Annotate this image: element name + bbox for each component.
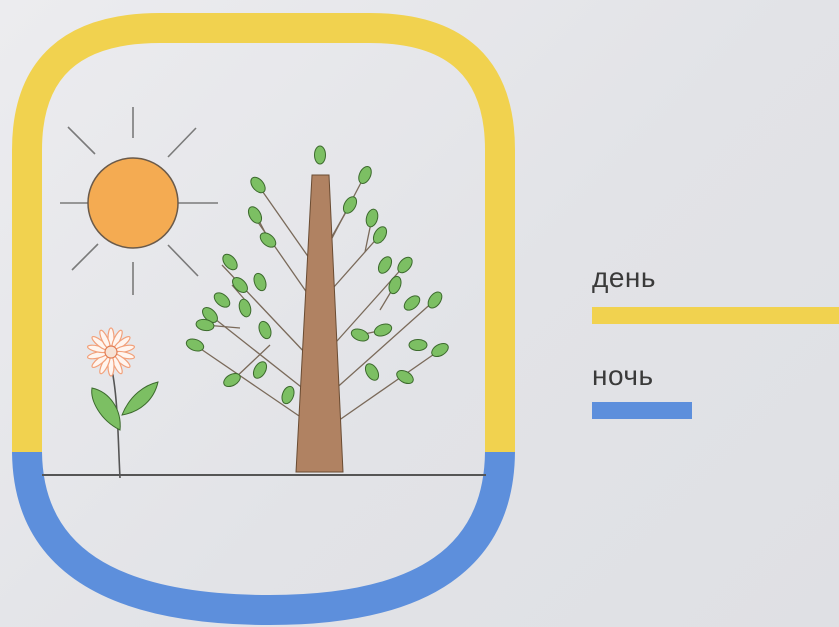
tree-icon [185,146,451,472]
legend-day-swatch [592,307,839,324]
tree-leaf [185,337,206,353]
flower-icon [87,328,158,478]
sun-icon [60,107,218,295]
day-arc [27,28,500,600]
tree-leaf [387,275,403,296]
tree-leaf [246,204,265,225]
tree-leaf [237,298,252,318]
tree-leaf [425,289,444,310]
legend-night-label: ночь [592,360,654,392]
tree-leaf [373,322,394,338]
tree-leaf [429,341,450,360]
tree-leaf [280,385,296,406]
tree-leaf [350,327,371,343]
tree-leaf [212,290,233,310]
tree-trunk [296,175,343,472]
tree-leaf [356,165,374,186]
tree-leaf [220,252,240,273]
tree-leaf [248,175,268,196]
tree-leaf [394,368,415,387]
tree-leaf [402,293,423,313]
tree-leaf [409,340,427,351]
night-arc [27,420,500,610]
day-night-frame [27,28,500,610]
tree-leaf [257,320,273,341]
tree-leaf [252,272,268,293]
legend-day-label: день [592,262,656,294]
tree-leaf [341,194,360,215]
legend-night-swatch [592,402,692,419]
tree-leaf [251,359,270,380]
tree-leaf [364,208,379,228]
tree-leaf [315,146,326,164]
tree-leaf [376,254,395,275]
tree-leaf [363,361,382,382]
